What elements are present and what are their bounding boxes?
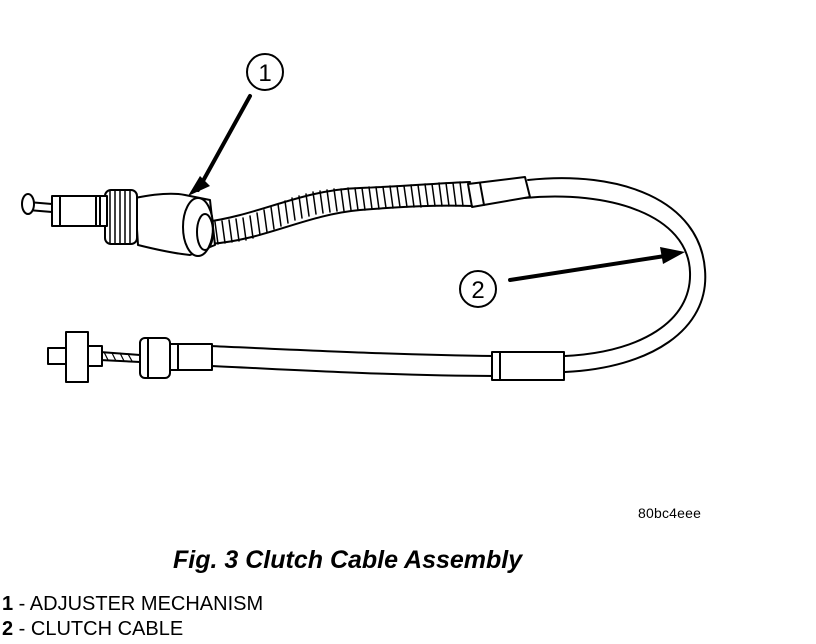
cable-sheath: [523, 177, 707, 373]
legend-label: CLUTCH CABLE: [30, 618, 184, 640]
callout-2-leader: [508, 254, 667, 282]
callout-1: [188, 53, 284, 196]
legend-item: 2 - CLUTCH CABLE: [2, 618, 183, 641]
legend-separator: -: [13, 593, 30, 615]
cable-ferrule-upper: [467, 176, 531, 208]
figure-caption: Fig. 3 Clutch Cable Assembly: [173, 546, 523, 574]
callout-2: [459, 247, 685, 308]
legend-number: 1: [2, 593, 14, 615]
callout-1-leader: [196, 94, 252, 192]
legend-separator: -: [13, 618, 31, 640]
legend-label: ADJUSTER MECHANISM: [29, 593, 264, 615]
legend-number: 2: [2, 618, 14, 640]
adjuster-mechanism: [21, 189, 216, 257]
clutch-cable-diagram: 1 2: [21, 53, 707, 383]
corrugated-conduit: [204, 181, 473, 245]
callout-2-number: 2: [471, 277, 484, 304]
figure-code: 80bc4eee: [638, 505, 702, 521]
legend-item: 1 - ADJUSTER MECHANISM: [2, 593, 263, 616]
cable-lower-end: [47, 331, 565, 383]
callout-1-number: 1: [258, 60, 271, 87]
